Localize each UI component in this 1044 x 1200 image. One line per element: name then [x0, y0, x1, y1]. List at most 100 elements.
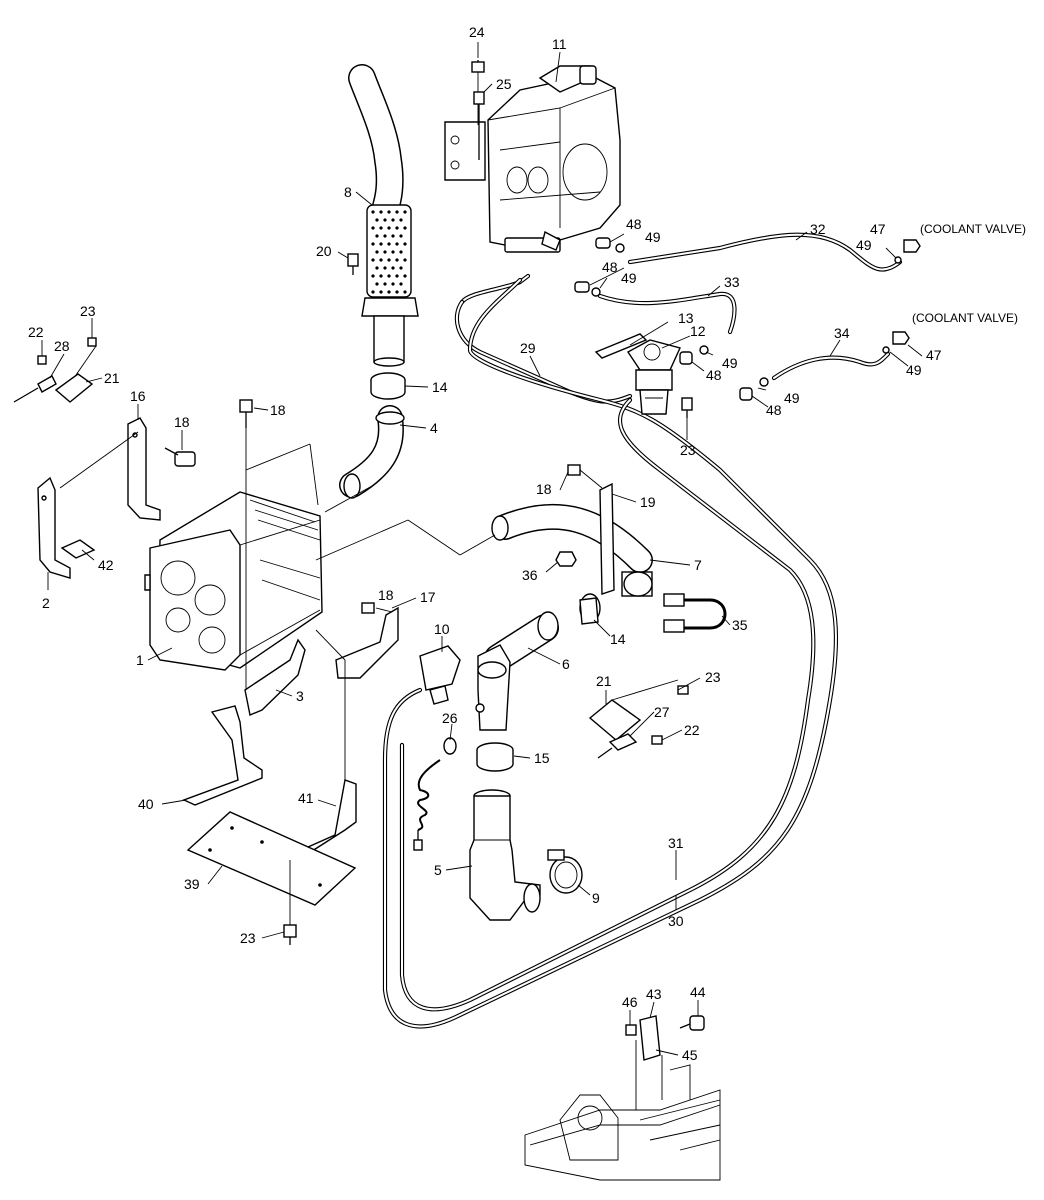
bracket-2: [37, 476, 71, 579]
bolt-46: [625, 1024, 637, 1036]
bolt-22-right: [651, 735, 663, 745]
clamp-15: [476, 742, 514, 772]
callout-49e: 49: [906, 362, 922, 378]
pipe-6: [475, 611, 559, 731]
callout-27: 27: [654, 704, 670, 720]
callout-47b: 47: [926, 347, 942, 363]
callout-labels: 24 11 25 8 20 48 49 48 49 32 47 49 (COOL…: [28, 24, 1026, 1063]
sensor-28: [13, 375, 57, 403]
bolt-44: [679, 1015, 705, 1031]
perforation-dot: [387, 274, 391, 278]
callout-4: 4: [430, 420, 438, 436]
filter-12: [626, 339, 681, 415]
callout-12: 12: [690, 323, 706, 339]
callout-23a: 23: [680, 442, 696, 458]
perforation-dot: [379, 290, 383, 294]
perforation-dot: [375, 250, 379, 254]
callout-40: 40: [138, 796, 154, 812]
perforation-dot: [387, 290, 391, 294]
callout-13: 13: [678, 310, 694, 326]
line-32: [627, 232, 903, 272]
perforation-dot: [375, 218, 379, 222]
callout-14b: 14: [610, 631, 626, 647]
callout-39: 39: [184, 876, 200, 892]
callout-34: 34: [834, 325, 850, 341]
perforation-dot: [391, 234, 395, 238]
callout-33: 33: [724, 274, 740, 290]
perforation-dot: [387, 242, 391, 246]
perforation-dot: [403, 242, 407, 246]
callout-26: 26: [442, 710, 458, 726]
callout-32: 32: [810, 221, 826, 237]
callout-11: 11: [552, 36, 567, 52]
perforation-dot: [395, 274, 399, 278]
callout-6: 6: [562, 656, 570, 672]
perforation-dot: [399, 266, 403, 270]
sensor-27: [597, 733, 638, 759]
callout-14a: 14: [432, 379, 448, 395]
pump-10: [419, 645, 461, 705]
callout-23b: 23: [80, 303, 96, 319]
callout-44: 44: [690, 984, 706, 1000]
coil-26: [413, 737, 457, 851]
pipe-7: [491, 503, 653, 597]
callout-15: 15: [534, 750, 550, 766]
callout-42: 42: [98, 557, 114, 573]
callout-24: 24: [469, 24, 485, 40]
callout-23d: 23: [240, 930, 256, 946]
perforation-dot: [371, 290, 375, 294]
perforation-dot: [371, 226, 375, 230]
callout-49d: 49: [722, 355, 738, 371]
callout-9: 9: [592, 890, 600, 906]
perforation-dot: [391, 250, 395, 254]
perforation-dot: [375, 282, 379, 286]
bolt-23-filter: [681, 397, 693, 418]
bracket-42: [60, 539, 96, 559]
callout-47a: 47: [870, 221, 886, 237]
perforation-dot: [383, 250, 387, 254]
perforation-dot: [379, 242, 383, 246]
callout-49a: 49: [645, 229, 661, 245]
clamp-9: [547, 849, 583, 894]
nut-36: [555, 551, 577, 567]
line-34: [771, 351, 891, 381]
callout-29: 29: [520, 340, 536, 356]
callout-1: 1: [136, 652, 144, 668]
perforation-dot: [379, 274, 383, 278]
perforation-dot: [375, 266, 379, 270]
callout-18a: 18: [270, 402, 286, 418]
perforation-dot: [403, 274, 407, 278]
pipe-5: [469, 789, 541, 921]
callout-21a: 21: [104, 370, 120, 386]
perforation-dot: [383, 234, 387, 238]
perforation-dot: [395, 210, 399, 214]
perforation-dot: [399, 282, 403, 286]
perforation-dot: [391, 266, 395, 270]
bolt-18-top: [239, 399, 253, 428]
bolt-18-left: [164, 447, 196, 467]
perforation-dot: [395, 226, 399, 230]
perforation-dot: [371, 258, 375, 262]
elbow-4: [339, 405, 405, 499]
callout-48b: 48: [602, 259, 618, 275]
callout-49c: 49: [856, 237, 872, 253]
callout-36: 36: [522, 567, 538, 583]
heater-unit-11: [444, 65, 621, 253]
callout-3: 3: [296, 688, 304, 704]
tail-pipe-8: [348, 64, 419, 367]
clamp-14-lower: [579, 593, 601, 625]
perforation-dot: [391, 218, 395, 222]
plate-21-left: [54, 373, 94, 403]
callout-8: 8: [344, 184, 352, 200]
callout-31: 31: [668, 835, 684, 851]
perforation-dot: [387, 258, 391, 262]
perforation-dot: [379, 226, 383, 230]
line-33: [597, 291, 737, 335]
bracket-43: [639, 1015, 661, 1061]
bolt-23-left: [87, 337, 97, 347]
callout-20: 20: [316, 243, 332, 259]
callout-25: 25: [496, 76, 512, 92]
callout-16: 16: [130, 388, 146, 404]
perforation-dot: [375, 234, 379, 238]
